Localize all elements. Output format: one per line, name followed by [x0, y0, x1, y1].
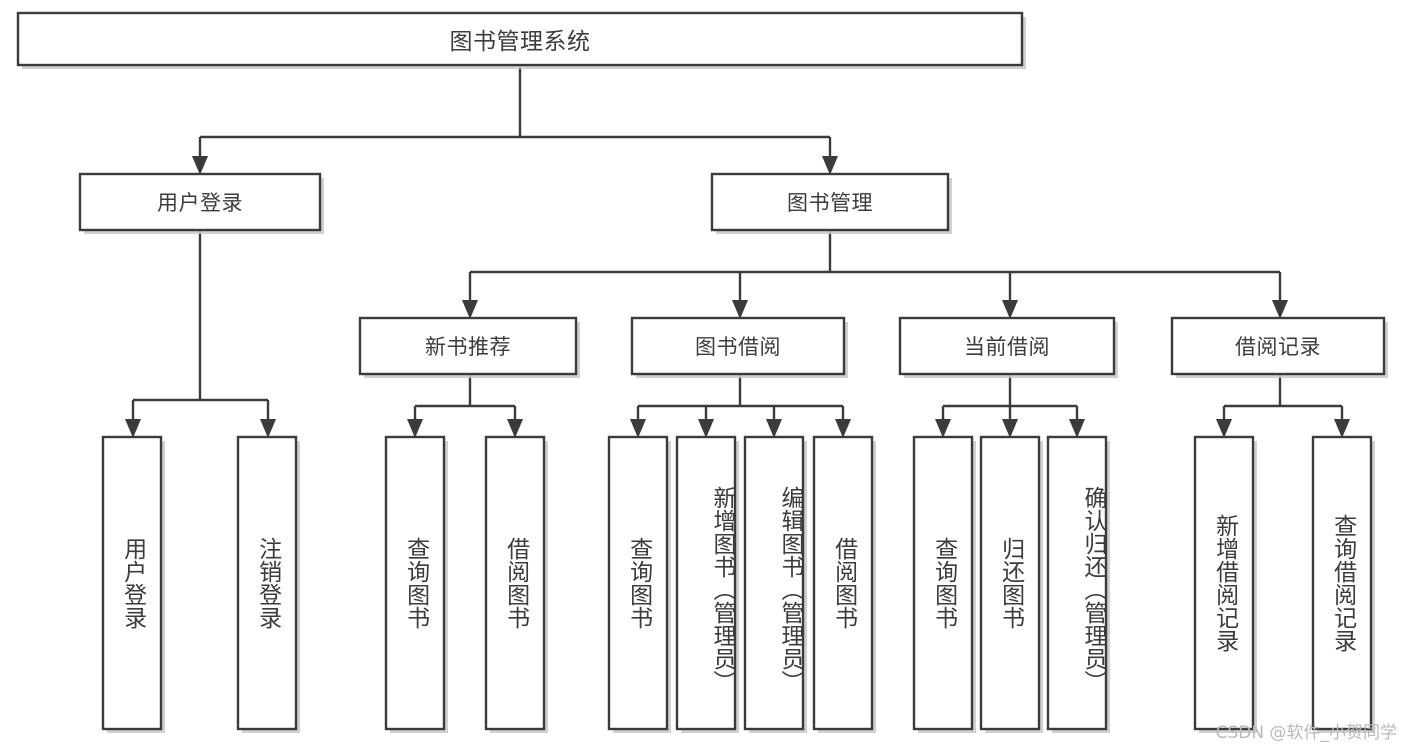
book-manage-node-box[interactable]	[710, 172, 950, 232]
arrow-to-book-borrow	[732, 300, 748, 319]
root-node-box[interactable]	[16, 11, 1024, 67]
arrow-leaf-bb-borrow	[835, 419, 851, 438]
arrow-leaf-user-login	[125, 419, 141, 438]
node-layer	[16, 11, 1388, 733]
leaf-br-add-box[interactable]	[1193, 435, 1255, 731]
arrow-leaf-cb-confirm	[1069, 419, 1085, 438]
leaf-bb-add-box[interactable]	[675, 435, 737, 731]
leaf-br-query-box[interactable]	[1311, 435, 1373, 731]
arrow-to-user-login	[192, 156, 208, 175]
leaf-user-login-box[interactable]	[101, 435, 163, 731]
leaf-bb-borrow-box[interactable]	[812, 435, 874, 731]
arrow-leaf-bb-query	[630, 419, 646, 438]
arrow-to-book-manage	[822, 156, 838, 175]
leaf-cb-return-box[interactable]	[979, 435, 1041, 731]
leaf-logout-box[interactable]	[236, 435, 298, 731]
arrow-leaf-logout	[260, 419, 276, 438]
leaf-nb-query-box[interactable]	[384, 435, 446, 731]
leaf-nb-borrow-box[interactable]	[484, 435, 546, 731]
arrow-to-new-book	[462, 300, 478, 319]
arrow-to-borrow-record	[1272, 300, 1288, 319]
new-book-node-box[interactable]	[358, 316, 578, 376]
csdn-watermark: CSDN @软件_小贺同学	[1215, 723, 1397, 743]
book-borrow-node-box[interactable]	[630, 316, 846, 376]
arrow-leaf-bb-edit	[766, 419, 782, 438]
user-login-node-box[interactable]	[78, 172, 322, 232]
leaf-bb-query-box[interactable]	[607, 435, 669, 731]
arrow-leaf-bb-add	[698, 419, 714, 438]
leaf-bb-edit-box[interactable]	[743, 435, 805, 731]
borrow-record-node-box[interactable]	[1170, 316, 1386, 376]
connector-layer	[125, 65, 1350, 438]
current-borrow-node-box[interactable]	[898, 316, 1116, 376]
arrow-leaf-newbook-query	[407, 419, 423, 438]
leaf-cb-query-box[interactable]	[912, 435, 974, 731]
leaf-cb-confirm-box[interactable]	[1046, 435, 1108, 731]
arrow-leaf-br-query	[1334, 419, 1350, 438]
arrow-leaf-cb-query	[935, 419, 951, 438]
arrow-leaf-br-add	[1216, 419, 1232, 438]
arrow-to-current-borrow	[1002, 300, 1018, 319]
arrow-leaf-cb-return	[1002, 419, 1018, 438]
arrow-leaf-newbook-borrow	[507, 419, 523, 438]
